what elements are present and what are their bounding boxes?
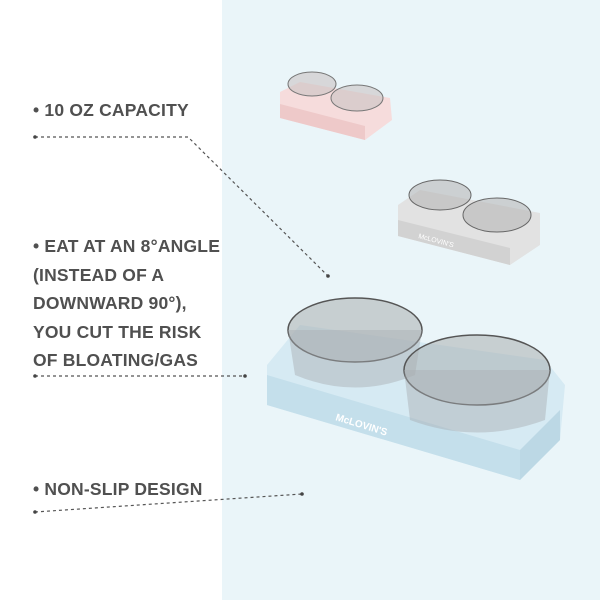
feature-angle-line: (INSTEAD OF A [33,264,165,285]
grey-bowl-set: McLOVIN'S [398,179,540,265]
feature-angle-line: YOU CUT THE RISK [33,321,202,342]
pink-bowl-set [280,71,392,140]
blue-bowl-set: McLOVIN'S [267,297,565,480]
feature-angle-line: OF BLOATING/GAS [33,350,199,370]
feature-angle: • EAT AT AN 8°ANGLE (INSTEAD OF A DOWNWA… [33,232,220,375]
feature-nonslip: • NON-SLIP DESIGN [33,479,203,499]
callout-lines [34,136,329,513]
feature-angle-line: • EAT AT AN 8°ANGLE [33,236,221,256]
feature-angle-line: DOWNWARD 90°), [33,293,187,313]
feature-capacity: • 10 OZ CAPACITY [33,100,189,120]
